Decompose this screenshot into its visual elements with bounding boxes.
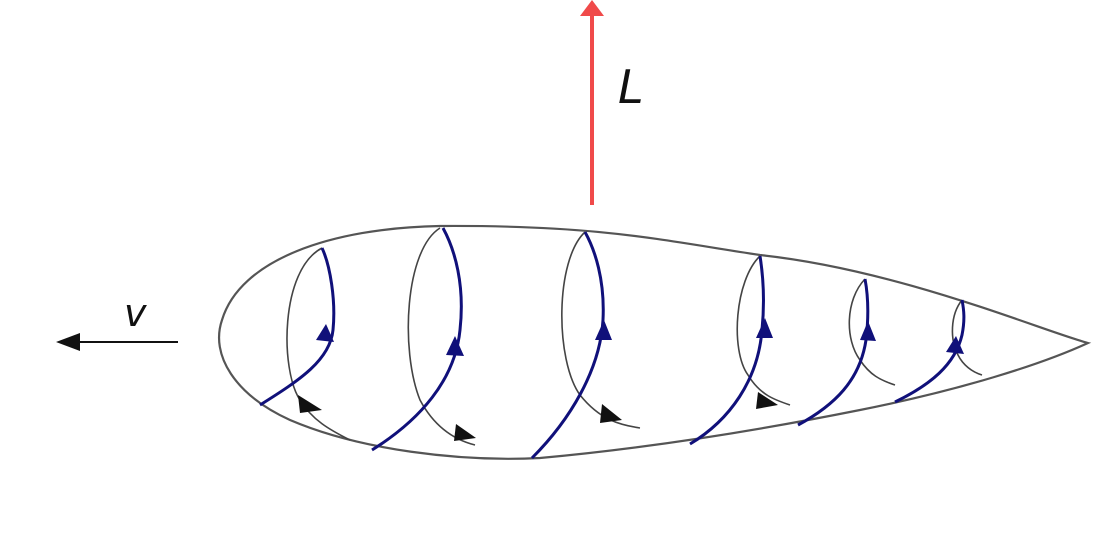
back-arrowhead-3: [600, 404, 622, 423]
vortex-front-arcs: [259, 227, 966, 460]
vortex-front-arc-1: [259, 247, 336, 407]
vortex-back-arc-2: [407, 227, 476, 446]
vortex-back-arrowheads: [298, 392, 778, 441]
lift-label: L: [618, 60, 644, 114]
vortex-back-arc-4: [736, 255, 791, 406]
vortex-front-arc-6: [894, 299, 966, 404]
front-arrowhead-4: [756, 318, 773, 338]
vortex-front-arrowheads: [316, 318, 964, 356]
front-arrowhead-6: [946, 336, 964, 354]
velocity-arrow: [56, 333, 178, 351]
back-arrowhead-2: [454, 424, 476, 441]
vortex-back-arc-3: [561, 231, 641, 429]
vortex-front-arc-4: [689, 255, 765, 446]
vortex-back-arcs: [286, 227, 983, 446]
velocity-arrowhead: [56, 333, 80, 351]
vortex-back-arc-6: [951, 299, 983, 376]
front-arrowhead-5: [860, 321, 876, 341]
back-arrowhead-4: [756, 392, 778, 409]
vortex-front-arc-2: [371, 227, 463, 452]
vortex-back-arc-1: [286, 247, 351, 441]
front-arrowhead-1: [316, 324, 334, 342]
back-arrowhead-1: [298, 395, 322, 413]
vortex-front-arc-5: [797, 278, 870, 427]
lift-arrowhead: [580, 0, 604, 16]
front-arrowhead-2: [446, 336, 464, 356]
velocity-label: v: [124, 291, 147, 335]
front-arrowhead-3: [595, 320, 612, 340]
lift-arrow: [580, 0, 604, 205]
